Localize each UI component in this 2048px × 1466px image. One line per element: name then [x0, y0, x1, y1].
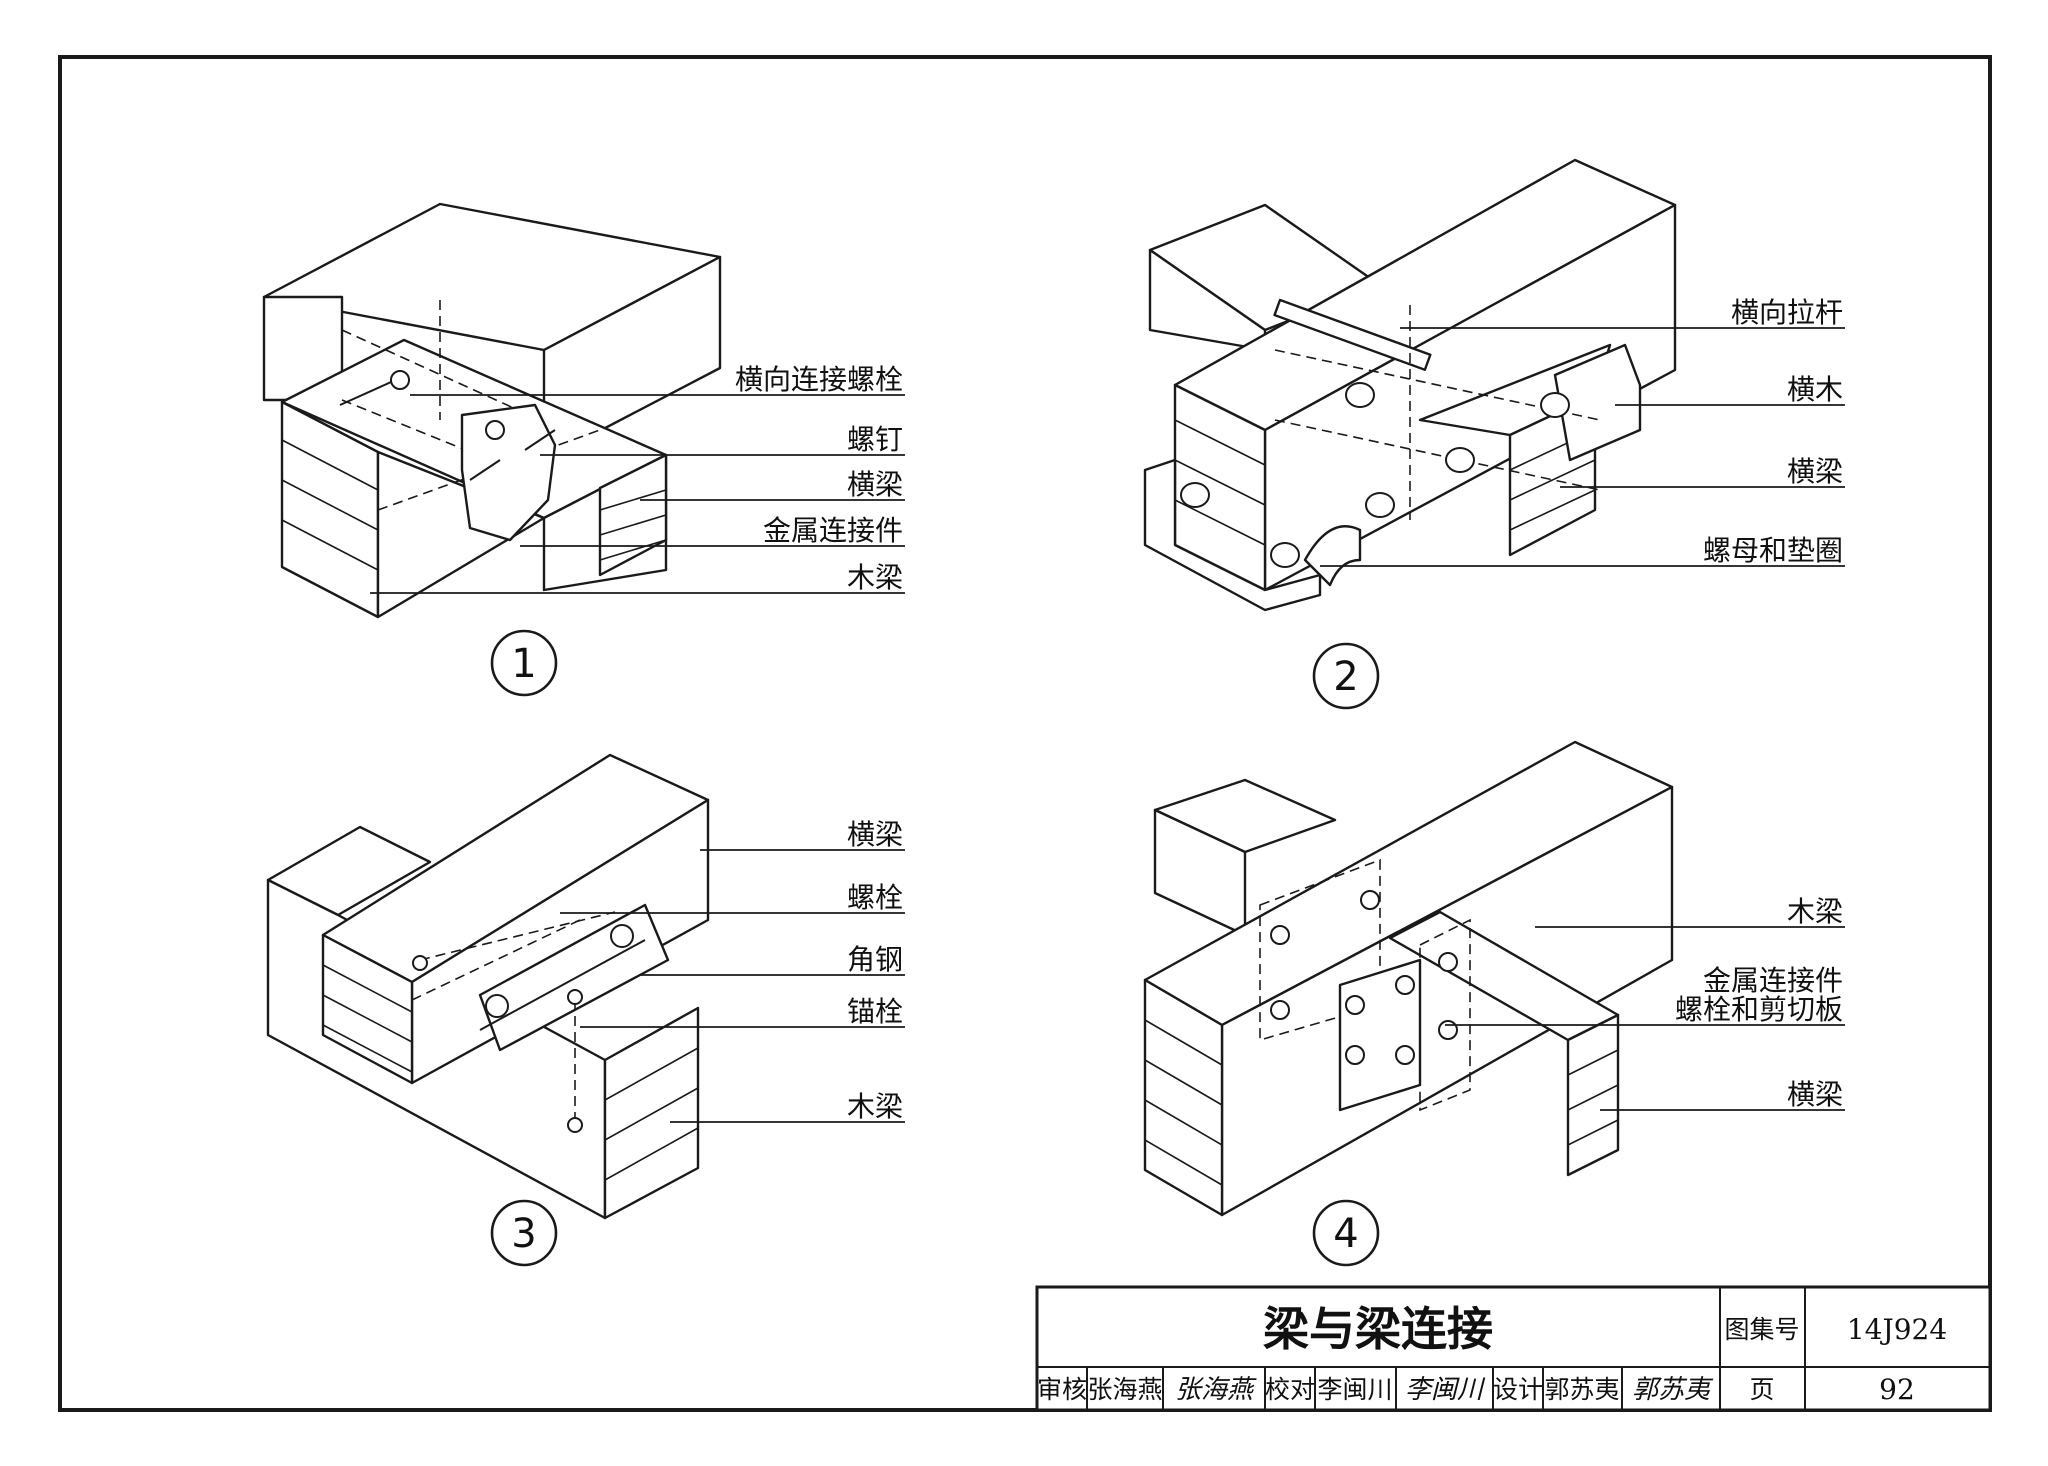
detail-1-label-screw: 螺钉 [847, 423, 903, 456]
check-label: 校对 [1265, 1375, 1315, 1404]
detail-4-label-metal-connector: 金属连接件 [1703, 964, 1843, 997]
detail-2-label-nut-washer: 螺母和垫圈 [1703, 534, 1843, 567]
detail-3-label-anchor-bolt: 锚栓 [847, 995, 903, 1028]
detail-1-leaders [370, 394, 905, 594]
designer-name: 郭苏夷 [1544, 1375, 1619, 1404]
detail-3-label-cross-beam: 横梁 [847, 818, 903, 851]
reviewer-signature: 张海燕 [1175, 1375, 1257, 1405]
page-number: 92 [1879, 1373, 1915, 1406]
checker-name: 李闽川 [1317, 1375, 1392, 1404]
detail-3-main-beam-end [603, 1006, 700, 1220]
atlas-no: 14J924 [1847, 1313, 1947, 1346]
detail-4-label-cross-beam: 横梁 [1787, 1078, 1843, 1111]
review-label: 审核 [1037, 1375, 1087, 1404]
detail-2-label-cross-timber: 横木 [1787, 373, 1843, 406]
detail-2-tie-rod [1273, 298, 1432, 371]
detail-1-label-metal-connector: 金属连接件 [763, 514, 903, 547]
atlas-no-label: 图集号 [1724, 1315, 1799, 1344]
detail-1-label-timber-beam: 木梁 [847, 561, 903, 594]
detail-1-label-transverse-bolt: 横向连接螺栓 [735, 363, 903, 396]
detail-2-notch [1303, 525, 1362, 587]
detail-3-number-circle [490, 1199, 558, 1267]
detail-3-label-bolt: 螺栓 [847, 881, 903, 914]
detail-1-cross-beam-side [376, 450, 546, 619]
detail-3-drawing [266, 753, 710, 1220]
detail-2-label-cross-beam: 横梁 [1787, 455, 1843, 488]
detail-1-number-circle [490, 629, 558, 697]
designer-signature: 郭苏夷 [1632, 1375, 1714, 1405]
detail-2-label-tie-rod: 横向拉杆 [1731, 296, 1843, 329]
detail-2-drawing [1143, 158, 1677, 612]
detail-4-label-timber-beam: 木梁 [1787, 895, 1843, 928]
detail-4-plate-right [1419, 918, 1471, 1112]
detail-2-leaders [1320, 327, 1845, 567]
sheet-border [58, 55, 1992, 1412]
detail-1-label-cross-beam: 横梁 [847, 468, 903, 501]
detail-2-number: 2 [1333, 654, 1358, 700]
detail-4-leaders [1445, 926, 1845, 1111]
detail-4-label-bolt-shear-plate: 螺栓和剪切板 [1675, 993, 1843, 1026]
detail-4-number: 4 [1333, 1211, 1358, 1257]
detail-4-main-beam-end [1143, 978, 1224, 1217]
detail-3-label-angle-steel: 角钢 [847, 943, 903, 976]
detail-4-cross-beam-end [1566, 1013, 1620, 1177]
title-block [1035, 1285, 1992, 1412]
detail-3-cross-beam-end [321, 933, 414, 1085]
checker-signature: 李闽川 [1405, 1375, 1486, 1405]
detail-2-cross-timber [1553, 343, 1642, 462]
detail-3-leaders [560, 849, 905, 1123]
detail-3-number: 3 [511, 1211, 536, 1257]
reviewer-name: 张海燕 [1087, 1375, 1162, 1404]
detail-4-number-circle [1312, 1199, 1380, 1267]
detail-3-label-timber-beam: 木梁 [847, 1090, 903, 1123]
detail-1-drawing [262, 202, 722, 619]
page-label: 页 [1749, 1375, 1774, 1404]
detail-4-drawing [1143, 740, 1674, 1217]
detail-2-number-circle [1312, 642, 1380, 710]
drawing-title: 梁与梁连接 [1263, 1302, 1493, 1356]
design-label: 设计 [1493, 1375, 1543, 1404]
detail-1-metal-connector [460, 403, 557, 542]
detail-1-number: 1 [511, 641, 536, 687]
